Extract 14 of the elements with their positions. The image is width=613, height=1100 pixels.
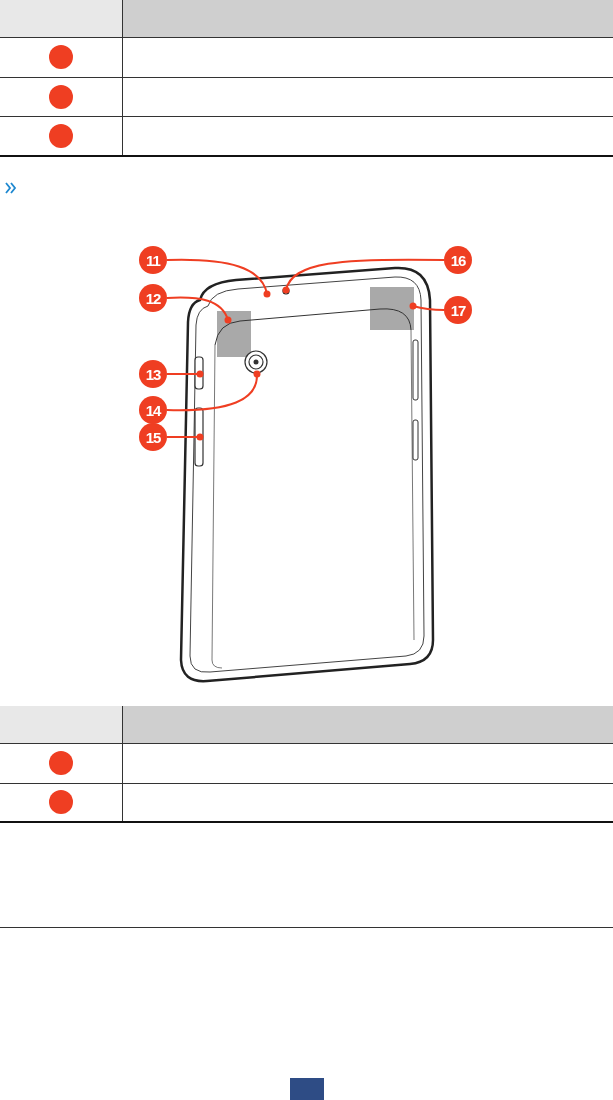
leader-line	[282, 258, 445, 294]
callout-number: 17	[444, 296, 472, 324]
callout-number: 15	[139, 423, 167, 451]
callout-number: 16	[444, 246, 472, 274]
leader-line	[166, 296, 232, 324]
callout-number: 13	[139, 360, 167, 388]
leader-line	[166, 433, 204, 441]
callout-number: 11	[139, 246, 167, 274]
callout-number: 12	[139, 284, 167, 312]
callout-number: 14	[139, 396, 167, 424]
leader-line	[166, 370, 204, 378]
leader-line	[166, 258, 271, 298]
leader-line	[409, 302, 445, 311]
leader-line	[166, 370, 261, 412]
